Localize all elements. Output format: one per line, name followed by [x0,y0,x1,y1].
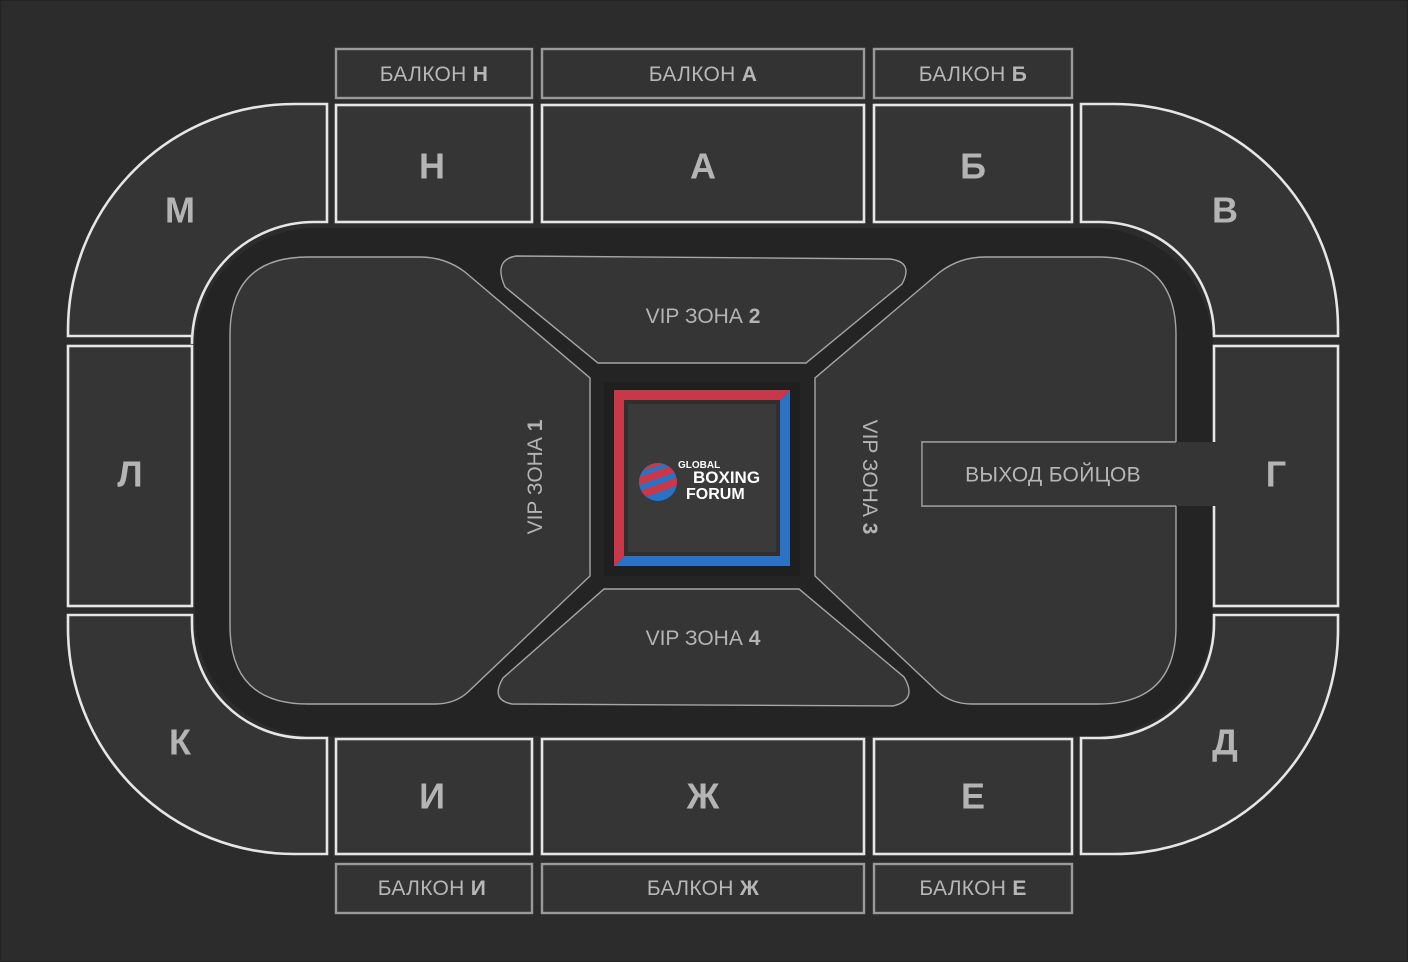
svg-text:БАЛКОН Б: БАЛКОН Б [919,63,1027,86]
sector-n[interactable]: Н [334,103,534,224]
svg-text:Г: Г [1266,454,1286,495]
balcony-e[interactable]: БАЛКОН Е [872,862,1074,915]
svg-text:БАЛКОН Ж: БАЛКОН Ж [647,877,760,900]
svg-text:М: М [165,190,195,231]
svg-text:Н: Н [419,146,445,187]
svg-text:VIP ЗОНА 3: VIP ЗОНА 3 [859,420,882,535]
striped-globe-icon [639,463,677,501]
fighters-exit: ВЫХОД БОЙЦОВ [921,441,1222,507]
sector-e[interactable]: Е [872,737,1074,856]
svg-text:GLOBAL: GLOBAL [678,460,720,471]
svg-text:VIP ЗОНА 1: VIP ЗОНА 1 [524,419,547,534]
balcony-n[interactable]: БАЛКОН Н [334,47,534,100]
vip-zone-3[interactable]: VIP ЗОНА 3 [814,256,1177,705]
vip-zone-4[interactable]: VIP ЗОНА 4 [497,588,910,707]
svg-text:Е: Е [961,776,985,817]
sector-a[interactable]: А [540,103,866,224]
boxing-ring[interactable]: GLOBAL BOXING FORUM [604,382,800,576]
svg-text:БАЛКОН Е: БАЛКОН Е [919,877,1026,900]
vip-zone-1[interactable]: VIP ЗОНА 1 [229,256,591,705]
sector-b[interactable]: Б [872,103,1074,224]
balcony-i[interactable]: БАЛКОН И [334,862,534,915]
svg-text:Л: Л [117,454,142,495]
sector-zh[interactable]: Ж [540,737,866,856]
svg-text:FORUM: FORUM [686,486,745,503]
sector-v[interactable]: В [1079,102,1340,338]
sector-l[interactable]: Л [66,344,194,608]
balcony-zh[interactable]: БАЛКОН Ж [540,862,866,915]
sector-m[interactable]: М [66,102,329,345]
svg-text:И: И [419,776,445,817]
svg-text:Д: Д [1212,722,1238,763]
balcony-b[interactable]: БАЛКОН Б [872,47,1074,100]
svg-text:БАЛКОН И: БАЛКОН И [378,877,486,900]
sector-i[interactable]: И [334,737,534,856]
svg-text:БАЛКОН А: БАЛКОН А [649,63,757,86]
sector-g[interactable]: Г [1212,344,1340,608]
sector-d[interactable]: Д [1079,613,1340,856]
svg-text:К: К [169,722,192,763]
svg-text:БАЛКОН Н: БАЛКОН Н [380,63,488,86]
svg-text:В: В [1212,190,1238,231]
svg-text:А: А [690,146,716,187]
balcony-a[interactable]: БАЛКОН А [540,47,866,100]
vip-zone-2[interactable]: VIP ЗОНА 2 [500,255,907,364]
svg-text:VIP ЗОНА 4: VIP ЗОНА 4 [646,627,761,650]
fighters-exit-label: ВЫХОД БОЙЦОВ [965,463,1141,487]
svg-text:BOXING: BOXING [693,468,760,487]
svg-text:VIP ЗОНА 2: VIP ЗОНА 2 [646,305,761,328]
global-boxing-forum-logo: GLOBAL BOXING FORUM [639,460,760,503]
sector-k[interactable]: К [66,613,329,856]
svg-text:Б: Б [960,146,986,187]
svg-text:Ж: Ж [686,776,720,817]
